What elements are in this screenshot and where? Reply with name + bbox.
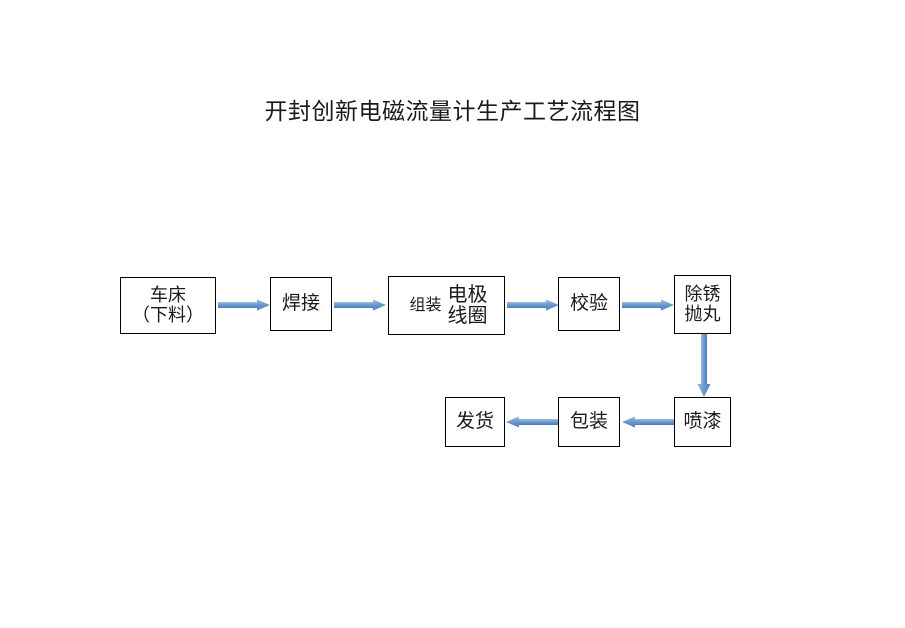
node-weld-text: 焊接 [281, 292, 320, 315]
node-assembly-sub: 电极 线圈 [447, 283, 488, 327]
node-assembly-sub-line-1: 电极 [447, 283, 488, 306]
arrow-paint-to-pack [622, 415, 674, 429]
node-packaging[interactable]: 包装 [558, 397, 620, 447]
node-weld-line-1: 焊接 [281, 292, 320, 314]
node-lathe-line-1: 车床 [150, 285, 186, 306]
node-shipping-text: 发货 [455, 410, 494, 433]
node-derust-text: 除锈 抛丸 [684, 284, 721, 324]
node-shipping-line-1: 发货 [455, 410, 494, 432]
arrow-lathe-to-weld [218, 298, 270, 312]
node-verification[interactable]: 校验 [558, 277, 620, 331]
arrow-weld-to-assy [334, 298, 386, 312]
page-title: 开封创新电磁流量计生产工艺流程图 [264, 99, 641, 124]
node-assembly-sub-line-2: 线圈 [447, 304, 488, 327]
node-assembly-label: 组装 [409, 296, 442, 314]
node-packaging-text: 包装 [569, 410, 608, 433]
node-verification-line-1: 校验 [569, 292, 608, 314]
node-derust-line-1: 除锈 [684, 284, 721, 305]
node-verification-text: 校验 [569, 292, 608, 315]
node-lathe[interactable]: 车床 （下料） [120, 277, 216, 334]
node-lathe-line-2: （下料） [132, 304, 204, 325]
node-paint[interactable]: 喷漆 [674, 397, 731, 447]
node-assembly-text: 组装 电极 线圈 [389, 277, 504, 334]
node-assembly[interactable]: 组装 电极 线圈 [388, 276, 505, 335]
arrow-verify-to-derust [622, 298, 674, 312]
arrow-derust-to-paint [696, 334, 712, 397]
node-lathe-text: 车床 （下料） [132, 285, 204, 325]
node-derust[interactable]: 除锈 抛丸 [674, 275, 731, 334]
arrow-assy-to-verify [507, 298, 559, 312]
arrow-pack-to-ship [506, 415, 558, 429]
node-shipping[interactable]: 发货 [445, 397, 505, 447]
node-weld[interactable]: 焊接 [270, 277, 332, 331]
node-paint-text: 喷漆 [683, 410, 722, 433]
node-packaging-line-1: 包装 [569, 410, 608, 432]
node-paint-line-1: 喷漆 [683, 410, 722, 432]
node-derust-line-2: 抛丸 [684, 303, 721, 324]
